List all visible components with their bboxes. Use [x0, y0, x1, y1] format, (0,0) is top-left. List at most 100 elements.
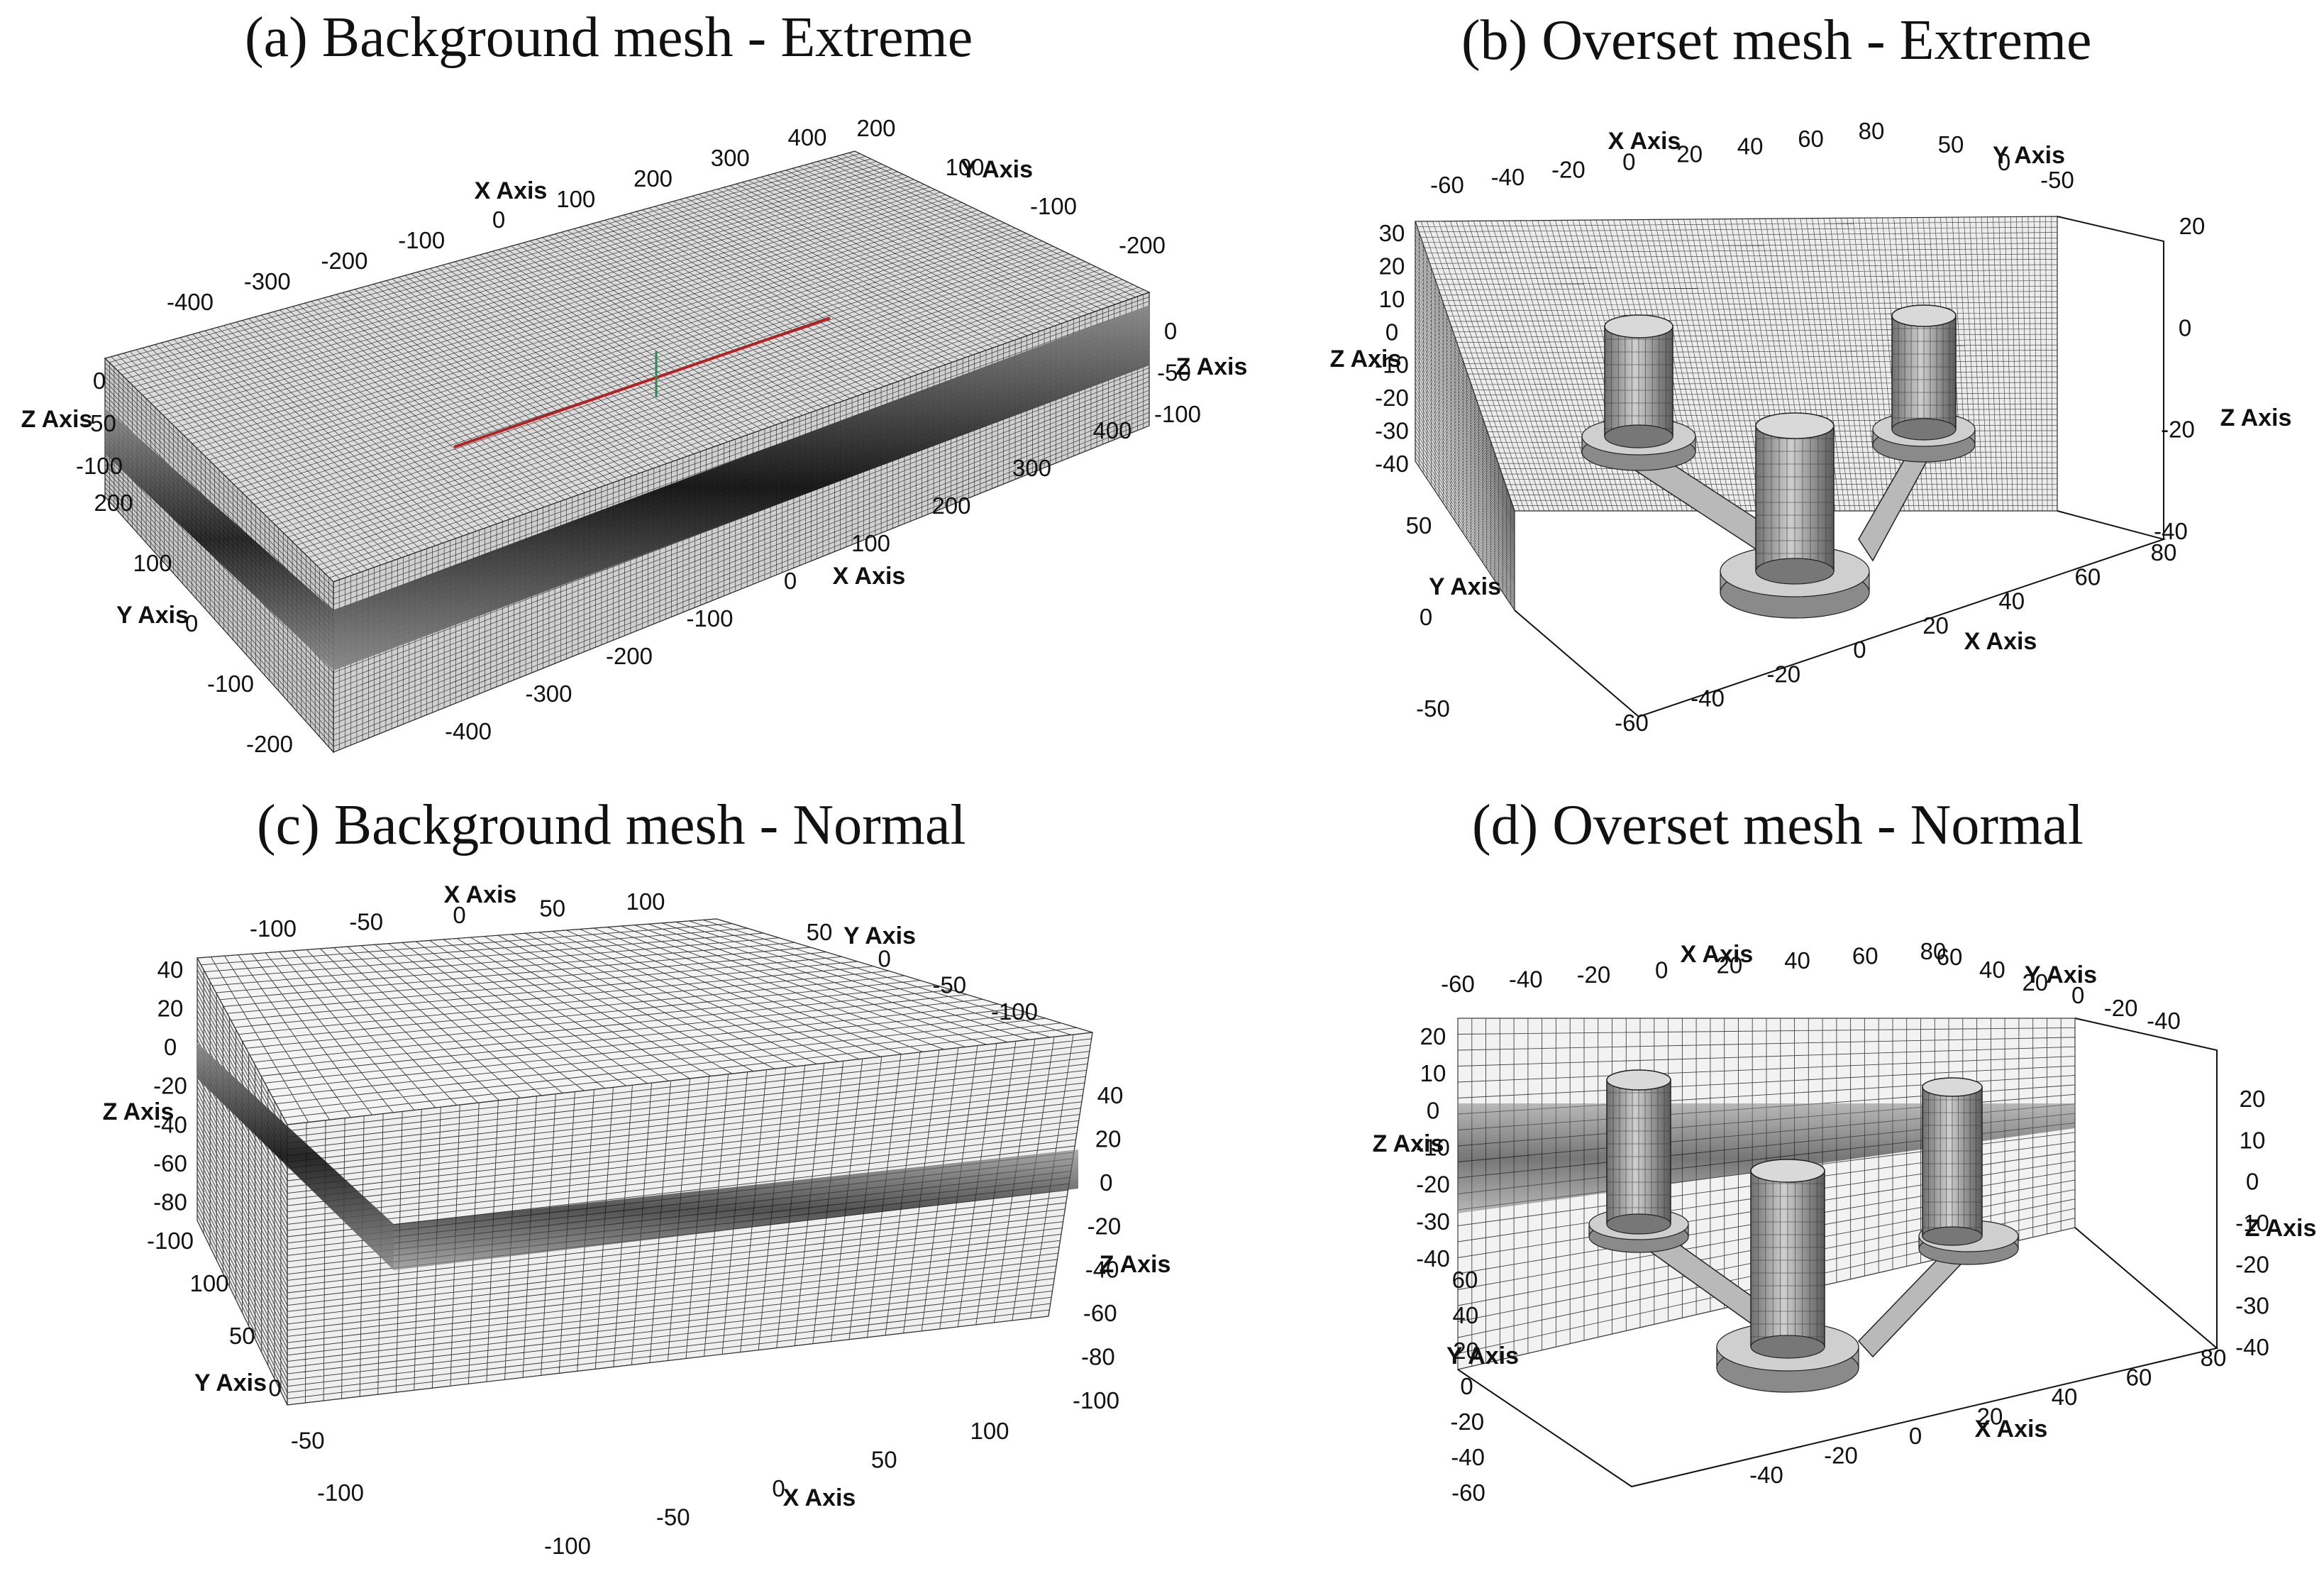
panel-d-z-right-tick: -20	[2235, 1251, 2269, 1277]
panel-a-z-right-tick: 0	[1164, 318, 1177, 344]
panel-d-z-left-tick: 10	[1420, 1060, 1446, 1086]
panel-d-z-right-tick: 10	[2240, 1127, 2266, 1153]
panel-b-x-top-tick: -40	[1491, 164, 1525, 190]
panel-c-y-top-tick: -50	[932, 972, 966, 998]
panel-c-x-top-tick: -100	[250, 915, 297, 942]
panel-c-z-left-tick: -60	[153, 1150, 187, 1176]
panel-c-x-bottom-tick: 100	[970, 1418, 1009, 1444]
panel-c-z-right-tick: -60	[1083, 1300, 1117, 1326]
panel-a-x-top-tick: -100	[398, 227, 445, 253]
panel-b-z-left-tick: 0	[1385, 319, 1398, 345]
panel-b-z-left-tick: -40	[1375, 451, 1409, 477]
panel-b-x-top-tick: 0	[1622, 148, 1635, 175]
panel-b-y-top-tick: 0	[1998, 149, 2010, 175]
panel-d-y-left-tick: -60	[1451, 1479, 1485, 1506]
panel-a-x-bottom-tick: -400	[445, 718, 492, 744]
panel-a-y-top-tick: -200	[1119, 232, 1166, 258]
panel-b-z-left-tick: 10	[1379, 286, 1405, 312]
panel-b-x-bottom-tick: 20	[1922, 612, 1949, 639]
panel-d-x-bottom-tick: 80	[2201, 1345, 2227, 1371]
panel-c-z-axis-label-left: Z Axis	[103, 1098, 175, 1125]
panel-c-y-top-tick: 50	[807, 919, 833, 945]
panel-b-y-top-tick: 50	[1938, 131, 1964, 158]
panel-d-x-bottom-tick: 20	[1977, 1404, 2003, 1430]
panel-c-refinement-band	[394, 1150, 1078, 1270]
panel-c-y-top-tick: 0	[878, 945, 890, 971]
panel-a-x-bottom-tick: 0	[784, 568, 797, 594]
panel-d-z-left-tick: -40	[1416, 1245, 1450, 1272]
panel-d-z-left-tick: -30	[1416, 1208, 1450, 1235]
panel-d-x-axis-label-bottom: X Axis	[1975, 1416, 2048, 1443]
panel-d-x-top-tick: -40	[1509, 966, 1543, 992]
panel-b-x-top-tick: 80	[1859, 118, 1885, 144]
panel-d-z-axis-label-right: Z Axis	[2245, 1215, 2317, 1242]
panel-b-column-right	[1891, 304, 1957, 441]
panel-b-title: (b) Overset mesh - Extreme	[1461, 9, 2092, 72]
panel-b-z-right-tick: -20	[2161, 417, 2195, 443]
panel-c-z-left-tick: -100	[147, 1228, 194, 1254]
panel-c-z-right-tick: 40	[1097, 1082, 1124, 1108]
panel-a-x-bottom-tick: -100	[686, 605, 733, 632]
panel-c-x-top-tick: 100	[626, 888, 665, 915]
panel-c-refinement-band-side	[197, 1043, 394, 1270]
panel-c-z-right-tick: -20	[1088, 1213, 1122, 1239]
panel-a-title: (a) Background mesh - Extreme	[245, 6, 973, 69]
panel-d-y-axis-label-top: Y Axis	[2025, 961, 2097, 988]
panel-a-refinement-band	[333, 305, 1149, 671]
panel-a-refinement-band-side	[105, 408, 333, 671]
panel-b-z-axis-label-left: Z Axis	[1330, 346, 1402, 373]
panel-c-y-left-tick: 0	[268, 1375, 281, 1401]
panel-b-x-bottom-tick: 80	[2151, 539, 2177, 566]
panel-c-z-left-tick: -80	[153, 1189, 187, 1215]
panel-d-z-axis-label-left: Z Axis	[1373, 1130, 1444, 1157]
panel-b-x-top-tick: -20	[1551, 156, 1586, 182]
panel-d-y-top-tick: -40	[2147, 1008, 2181, 1034]
panel-a-z-left-tick: 0	[93, 368, 106, 394]
panel-a-z-right-tick: -50	[1157, 360, 1191, 386]
panel-d-x-bottom-tick: -20	[1824, 1443, 1858, 1469]
panel-a-y-left-tick: 200	[94, 490, 133, 516]
panel-a-x-top-tick: 0	[492, 206, 505, 233]
panel-a-x-bottom-tick: 400	[1092, 417, 1131, 443]
panel-a-x-top-tick: 200	[633, 165, 673, 192]
panel-b-x-axis-label-bottom: X Axis	[1964, 628, 2037, 655]
panel-a-z-left-tick: -100	[76, 453, 123, 479]
panel-a-z-left-tick: -50	[82, 410, 116, 436]
panel-b-x-bottom-tick: -60	[1615, 710, 1649, 736]
panel-d-bbox-floor	[1457, 1227, 2219, 1488]
panel-a-y-left-tick: -100	[207, 671, 254, 697]
panel-a-y-top-tick: 200	[856, 115, 895, 141]
panel-c-x-bottom-tick: 50	[871, 1447, 897, 1473]
panel-c-z-left-tick: -40	[153, 1111, 187, 1137]
panel-b-x-top-tick: 60	[1798, 126, 1824, 152]
panel-c-z-right-tick: -80	[1081, 1344, 1115, 1370]
panel-c-z-right-tick: 0	[1100, 1169, 1112, 1196]
panel-a-z-axis-label-left: Z Axis	[21, 406, 93, 433]
panel-b-x-bottom-tick: 0	[1853, 636, 1866, 663]
panel-c-x-bottom-tick: 0	[772, 1475, 785, 1501]
panel-d-y-top-tick: 20	[2022, 969, 2048, 996]
panel-b-y-left-tick: 50	[1406, 512, 1432, 539]
panel-d-y-left-tick: 60	[1452, 1267, 1478, 1293]
panel-b-x-bottom-tick: 40	[1998, 588, 2025, 614]
panel-c-y-left-tick: -50	[291, 1427, 325, 1453]
panel-a-y-top-tick: 100	[945, 154, 984, 180]
panel-d-x-top-tick: 60	[1852, 943, 1878, 969]
panel-d-x-top-tick: 20	[1716, 952, 1742, 979]
panel-c-x-top-tick: 50	[539, 895, 565, 922]
panel-d-y-left-tick: 20	[1453, 1338, 1479, 1364]
panel-d-column-right	[1922, 1077, 1983, 1246]
panel-c-y-top-tick: -100	[991, 998, 1038, 1025]
panel-d-x-bottom-tick: 60	[2126, 1365, 2152, 1391]
panel-a-x-top-tick: -200	[321, 248, 367, 274]
panel-a-x-top-tick: 100	[556, 186, 595, 212]
panel-b-bbox-right	[2057, 216, 2164, 539]
panel-c-x-axis-label-top: X Axis	[444, 881, 517, 908]
panel-d-column-left	[1606, 1069, 1671, 1235]
panel-c-y-left-tick: 50	[229, 1323, 255, 1349]
panel-c-z-right-tick: -40	[1085, 1257, 1119, 1283]
panel-a-x-bottom-tick: -200	[606, 643, 653, 669]
panel-c-title: (c) Background mesh - Normal	[257, 794, 966, 856]
panel-b-column-left	[1604, 314, 1673, 448]
panel-b-z-left-tick: -30	[1375, 418, 1409, 444]
